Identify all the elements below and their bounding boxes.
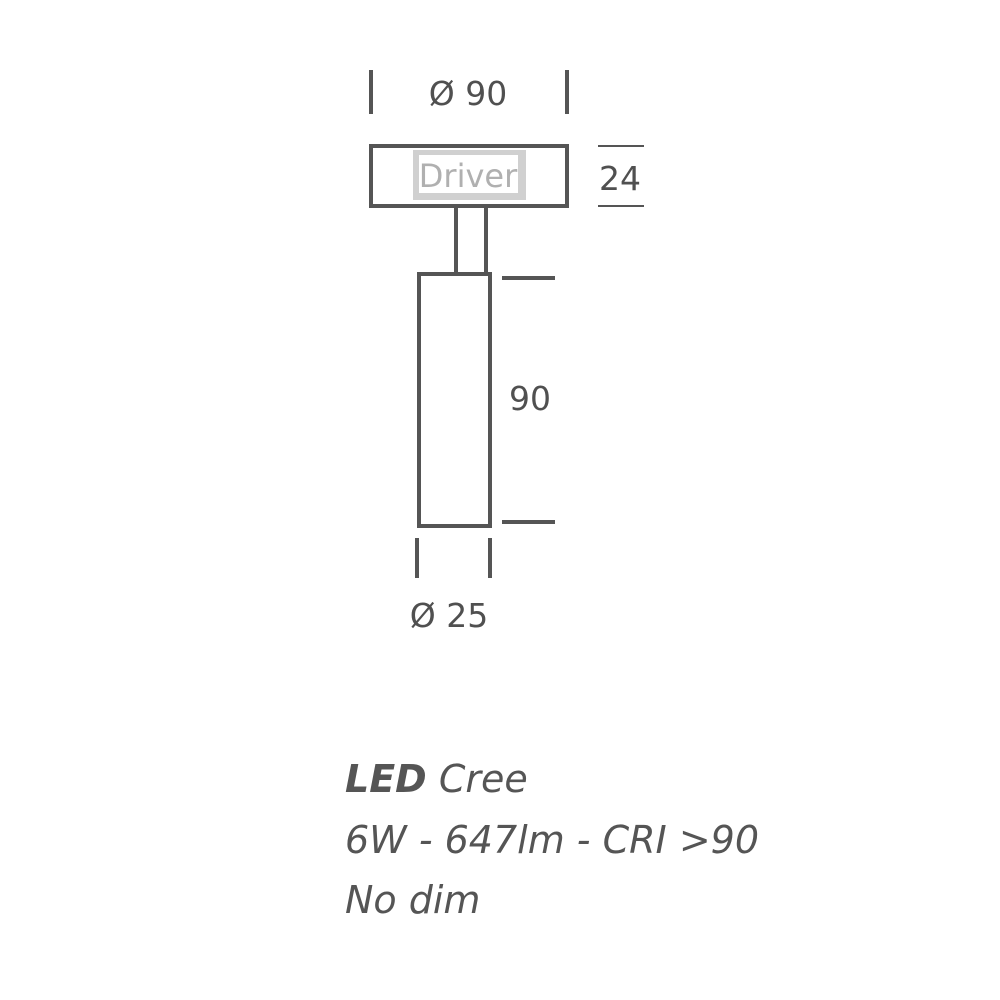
led-brand: Cree xyxy=(438,757,528,801)
dim-body-length: 90 xyxy=(509,379,551,418)
dim-driver-height: 24 xyxy=(599,159,641,198)
led-label: LED xyxy=(345,757,427,801)
dim-body-diameter: Ø 25 xyxy=(410,596,488,635)
driver-label: Driver xyxy=(419,157,518,195)
dim-top-diameter: Ø 90 xyxy=(429,74,507,113)
driver-label-inner xyxy=(419,155,518,193)
lamp-body xyxy=(417,272,492,528)
spec-dimming: No dim xyxy=(345,878,481,922)
spec-led: LED Cree xyxy=(345,757,528,801)
spec-power: 6W - 647lm - CRI >90 xyxy=(345,818,760,862)
driver-box xyxy=(369,144,569,208)
